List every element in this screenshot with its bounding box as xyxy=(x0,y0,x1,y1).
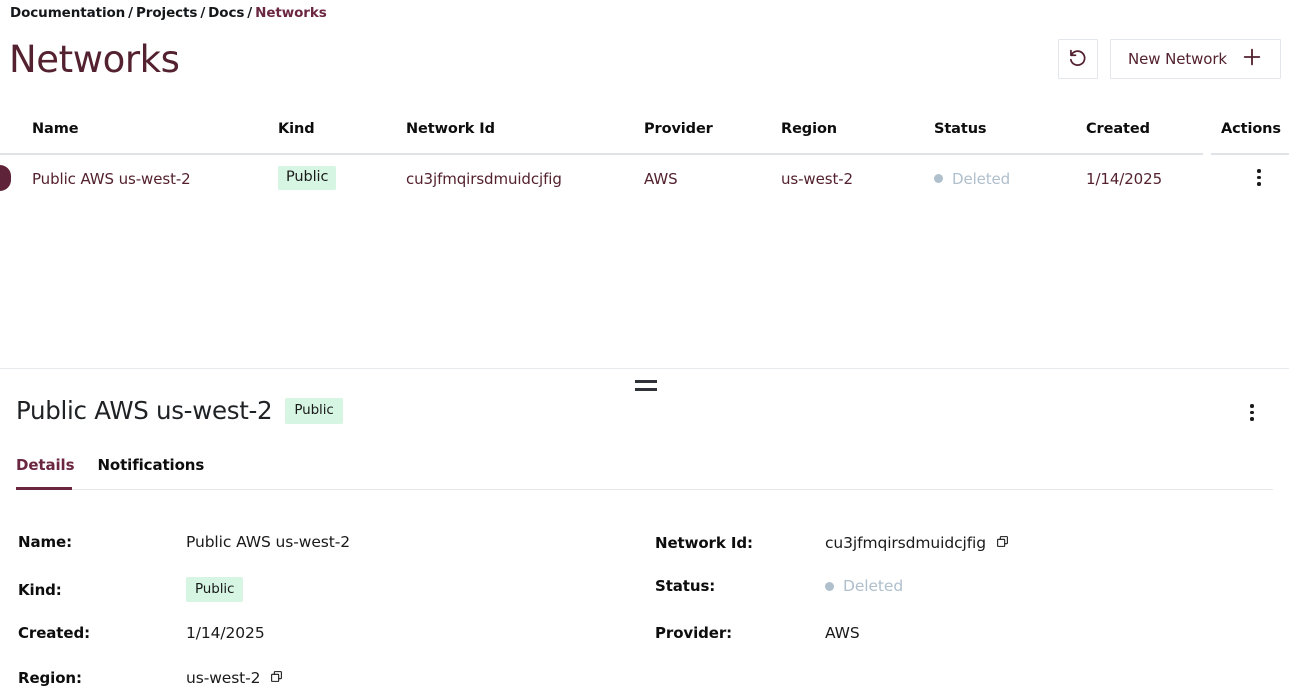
cell-region: us-west-2 xyxy=(781,170,853,188)
field-label-kind: Kind: xyxy=(18,580,62,599)
field-kind: Kind: Public xyxy=(18,577,244,603)
field-label-created: Created: xyxy=(18,624,90,642)
detail-kind-badge: Public xyxy=(285,398,343,424)
status-label: Deleted xyxy=(952,169,1011,188)
field-label-name: Name: xyxy=(18,533,72,551)
table-header-divider xyxy=(0,153,1203,155)
detail-actions-kebab-icon[interactable] xyxy=(1244,400,1260,425)
column-header-actions: Actions xyxy=(1221,121,1281,137)
field-value-name: Public AWS us-west-2 xyxy=(186,533,350,551)
status-badge: Deleted xyxy=(934,170,1010,188)
field-name: Name: Public AWS us-west-2 xyxy=(18,533,350,551)
column-header-status[interactable]: Status xyxy=(934,121,987,137)
copy-icon[interactable] xyxy=(996,533,1009,552)
panel-divider xyxy=(0,368,1289,369)
kind-badge: Public xyxy=(278,166,337,191)
column-header-provider[interactable]: Provider xyxy=(644,121,713,137)
field-provider: Provider: AWS xyxy=(655,624,860,642)
detail-status-label: Deleted xyxy=(843,577,904,595)
status-dot-icon xyxy=(934,174,943,183)
field-value-created: 1/14/2025 xyxy=(186,624,265,642)
detail-status-badge: Deleted xyxy=(825,577,903,595)
field-value-network-id: cu3jfmqirsdmuidcjfig xyxy=(825,533,986,552)
column-header-kind[interactable]: Kind xyxy=(278,121,315,137)
breadcrumb-separator: / xyxy=(247,5,253,21)
field-label-network-id: Network Id: xyxy=(655,533,753,552)
cell-actions xyxy=(1251,165,1267,190)
detail-tabs: Details Notifications xyxy=(16,456,204,477)
new-network-label: New Network xyxy=(1127,50,1227,68)
plus-icon xyxy=(1241,46,1263,72)
breadcrumb-item-documentation[interactable]: Documentation xyxy=(10,5,126,21)
field-value-region: us-west-2 xyxy=(186,668,261,687)
column-header-name[interactable]: Name xyxy=(32,121,79,137)
cell-name: Public AWS us-west-2 xyxy=(32,170,191,188)
field-network-id: Network Id: cu3jfmqirsdmuidcjfig xyxy=(655,533,1009,552)
breadcrumb: Documentation/Projects/Docs/Networks xyxy=(10,5,327,21)
copy-icon[interactable] xyxy=(270,668,283,687)
breadcrumb-separator: / xyxy=(128,5,134,21)
refresh-icon xyxy=(1067,47,1088,72)
tabs-underline xyxy=(16,489,1273,490)
breadcrumb-separator: / xyxy=(200,5,206,21)
detail-title: Public AWS us-west-2 xyxy=(16,396,273,425)
tab-notifications[interactable]: Notifications xyxy=(97,456,205,474)
row-selected-indicator xyxy=(0,165,11,191)
page-title: Networks xyxy=(9,38,180,81)
field-created: Created: 1/14/2025 xyxy=(18,624,265,642)
panel-drag-handle-icon[interactable] xyxy=(635,380,657,391)
status-dot-icon xyxy=(825,581,834,591)
table-row[interactable]: Public AWS us-west-2 Public cu3jfmqirsdm… xyxy=(0,153,1289,207)
column-header-region[interactable]: Region xyxy=(781,121,838,137)
column-header-network-id[interactable]: Network Id xyxy=(406,121,495,137)
cell-status: Deleted xyxy=(934,169,1010,188)
field-region: Region: us-west-2 xyxy=(18,668,283,687)
new-network-button[interactable]: New Network xyxy=(1109,39,1281,79)
column-header-created[interactable]: Created xyxy=(1086,121,1150,137)
tabs-active-indicator xyxy=(16,487,72,490)
cell-kind: Public xyxy=(278,166,337,191)
table-header-divider-actions xyxy=(1211,153,1289,155)
tab-details[interactable]: Details xyxy=(16,456,75,474)
kebab-menu-icon[interactable] xyxy=(1244,400,1260,425)
cell-network-id: cu3jfmqirsdmuidcjfig xyxy=(406,170,562,188)
detail-header: Public AWS us-west-2 Public xyxy=(16,396,343,426)
field-status: Status: Deleted xyxy=(655,577,903,595)
field-label-status: Status: xyxy=(655,577,716,595)
table-header-row: Name Kind Network Id Provider Region Sta… xyxy=(0,112,1289,155)
breadcrumb-item-networks[interactable]: Networks xyxy=(255,5,327,21)
cell-created: 1/14/2025 xyxy=(1086,170,1163,188)
breadcrumb-item-projects[interactable]: Projects xyxy=(136,5,198,21)
networks-table: Name Kind Network Id Provider Region Sta… xyxy=(0,112,1289,207)
breadcrumb-item-docs[interactable]: Docs xyxy=(208,5,245,21)
row-actions-kebab-icon[interactable] xyxy=(1251,165,1267,190)
cell-provider: AWS xyxy=(644,170,678,188)
header-actions: New Network xyxy=(1057,39,1281,79)
field-label-region: Region: xyxy=(18,668,82,687)
field-label-provider: Provider: xyxy=(655,624,733,642)
field-value-provider: AWS xyxy=(825,624,860,642)
field-value-kind-badge: Public xyxy=(186,577,244,603)
refresh-button[interactable] xyxy=(1057,39,1098,79)
